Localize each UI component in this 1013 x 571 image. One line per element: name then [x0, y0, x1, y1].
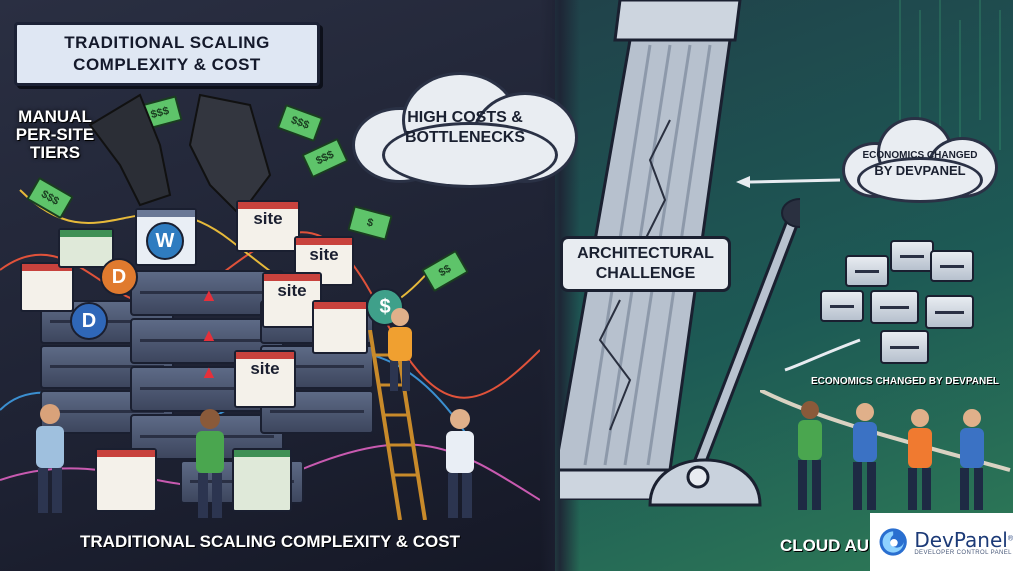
manual-line-3: TIERS — [29, 143, 81, 162]
drupal-logo-icon: D — [70, 302, 108, 340]
devpanel-wordmark: DevPanel® DEVELOPER CONTROL PANEL — [914, 528, 1013, 556]
banner-line-2: COMPLEXITY & COST — [73, 55, 261, 74]
arch-line-1: ARCHITECTURAL — [577, 245, 714, 262]
worker-figure — [36, 404, 64, 513]
economics-cloud — [840, 120, 1000, 205]
architectural-challenge-label: ARCHITECTURAL CHALLENGE — [560, 236, 731, 292]
devpanel-logo[interactable]: DevPanel® DEVELOPER CONTROL PANEL — [870, 513, 1013, 571]
browser-card — [95, 448, 157, 512]
registered-mark: ® — [1007, 535, 1013, 543]
worker-figure — [446, 409, 474, 518]
warning-icon: ▲ — [200, 285, 218, 305]
site-card: site — [294, 236, 354, 286]
economics-label: ECONOMICS CHANGED BY DEVPANEL — [811, 376, 999, 387]
site-label: site — [277, 281, 307, 300]
reaching-hands-icon — [88, 93, 272, 217]
browser-card — [58, 228, 114, 268]
costs-cloud-text: HIGH COSTS & BOTTLENECKS — [380, 108, 550, 148]
manual-line-1: MANUAL — [18, 107, 92, 126]
economics-cloud-text: ECONOMICS CHANGED BY DEVPANEL — [850, 150, 990, 178]
costs-cloud — [345, 70, 580, 190]
devpanel-tagline: DEVELOPER CONTROL PANEL — [914, 550, 1012, 556]
wordpress-logo-icon: W — [146, 222, 184, 260]
devpanel-name: DevPanel — [914, 528, 1008, 552]
server-cube — [880, 330, 929, 364]
lever-icon — [648, 198, 800, 507]
server-unit — [130, 270, 284, 316]
site-label: site — [250, 359, 280, 378]
warning-icon: ▲ — [200, 362, 218, 382]
server-cube — [870, 290, 919, 324]
econ-cloud-line-2: BY DEVPANEL — [874, 163, 966, 178]
manual-tiers-label: MANUAL PER-SITE TIERS — [10, 108, 100, 162]
server-cube — [820, 290, 864, 322]
right-footer-caption: CLOUD AU — [780, 536, 870, 555]
server-cube — [925, 295, 974, 329]
econ-cloud-line-1: ECONOMICS CHANGED — [862, 150, 978, 161]
site-label: site — [309, 245, 339, 264]
cloud-line-2: BOTTLENECKS — [405, 129, 525, 146]
server-cube — [930, 250, 974, 282]
banner-line-1: TRADITIONAL SCALING — [64, 33, 270, 52]
title-banner: TRADITIONAL SCALING COMPLEXITY & COST — [14, 22, 320, 86]
devpanel-swirl-icon — [879, 528, 907, 556]
worker-figure — [388, 308, 412, 391]
chart-card — [312, 300, 368, 354]
site-card: site — [234, 350, 296, 408]
warning-icon: ▲ — [200, 325, 218, 345]
server-cube — [845, 255, 889, 287]
browser-card — [232, 448, 292, 512]
rope-pulling-team — [760, 390, 1011, 510]
manual-line-2: PER-SITE — [15, 125, 95, 144]
site-label: site — [253, 209, 283, 228]
left-footer-caption: TRADITIONAL SCALING COMPLEXITY & COST — [80, 532, 460, 551]
ladder-icon — [368, 330, 427, 520]
server-cube — [890, 240, 934, 272]
worker-figure — [196, 409, 224, 518]
arch-line-2: CHALLENGE — [595, 265, 696, 282]
data-stream-lines — [736, 0, 1001, 372]
drupal-logo-icon: D — [100, 258, 138, 296]
chart-card — [20, 262, 74, 312]
cloud-line-1: HIGH COSTS & — [407, 109, 523, 126]
site-card: site — [236, 200, 300, 252]
